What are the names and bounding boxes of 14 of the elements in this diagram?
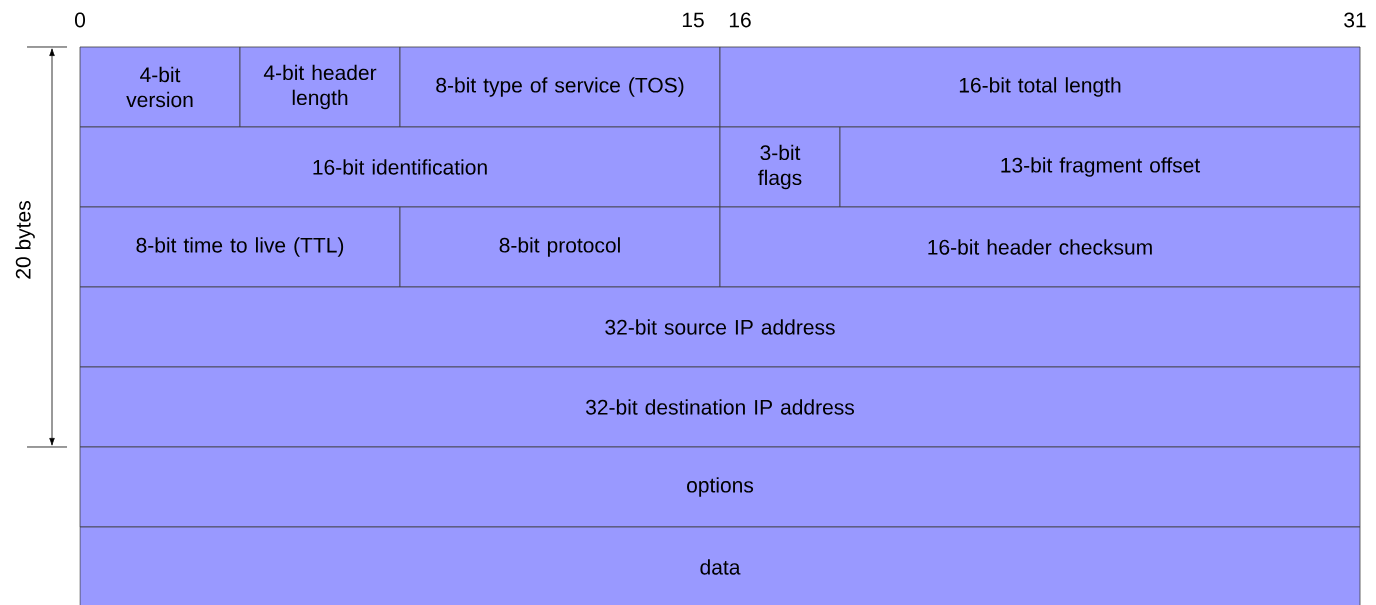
bit-number: 16 (729, 12, 751, 28)
bit-number: 0 (75, 12, 86, 28)
header-field: 3-bit flags (719, 126, 841, 208)
header-field: 8-bit protocol (399, 206, 721, 288)
bit-number: 31 (1344, 12, 1366, 28)
header-field: 8-bit type of service (TOS) (399, 46, 721, 128)
header-field: 32-bit destination IP address (79, 366, 1361, 448)
dimension-label: 20 bytes (15, 201, 35, 279)
header-field: 4-bit version (79, 46, 241, 128)
bit-number: 15 (682, 12, 704, 28)
header-field: 4-bit header length (239, 46, 401, 128)
header-field: data (79, 526, 1361, 605)
header-field: 8-bit time to live (TTL) (79, 206, 401, 288)
header-field: options (79, 446, 1361, 528)
